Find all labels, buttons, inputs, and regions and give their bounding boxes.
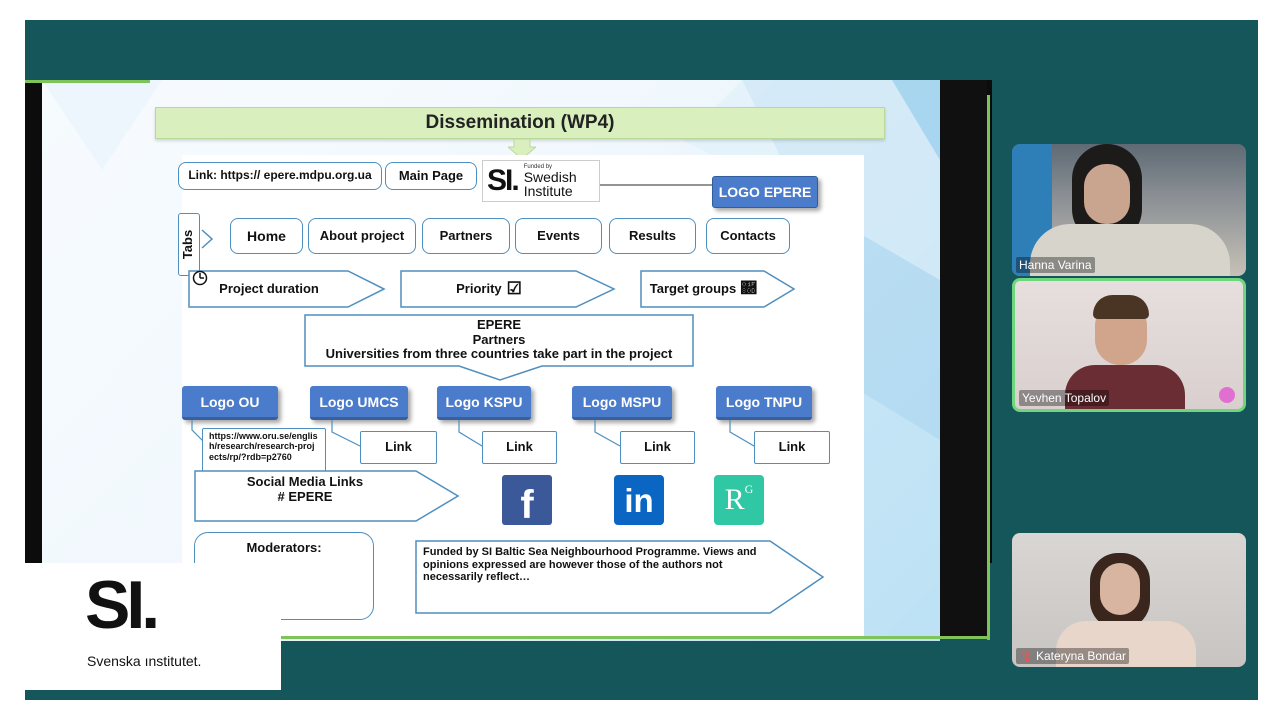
- slide-frame-right: [940, 80, 987, 639]
- clock-icon: [192, 270, 208, 286]
- tabs-arrow-icon: [201, 229, 214, 249]
- participant-video: [1015, 281, 1243, 409]
- accent-line-right: [987, 95, 990, 640]
- swedish-institute-logo: SI. Funded by Swedish Institute: [482, 160, 600, 202]
- funding-notice-arrow: Funded by SI Baltic Sea Neighbourhood Pr…: [415, 540, 825, 614]
- ou-url-box[interactable]: https://www.oru.se/englis h/research/res…: [202, 428, 326, 474]
- logo-link-connectors: [191, 420, 755, 447]
- logo-tnpu-button[interactable]: Logo TNPU: [716, 386, 812, 420]
- logo-umcs-button[interactable]: Logo UMCS: [310, 386, 408, 420]
- slide-title: Dissemination (WP4): [155, 107, 885, 139]
- svenska-institutet-logo: SI. Svenska ınstitutet.: [25, 563, 281, 690]
- mic-muted-icon: 🎙: [1019, 650, 1033, 663]
- tab-results[interactable]: Results: [609, 218, 696, 254]
- linkedin-icon[interactable]: in: [614, 475, 664, 525]
- tab-events[interactable]: Events: [515, 218, 602, 254]
- logo-epere-button[interactable]: LOGO EPERE: [712, 176, 818, 208]
- priority-arrow: Priority ☑: [400, 270, 616, 308]
- person-icon: 🠍: [741, 280, 757, 298]
- participant-tile-active-speaker[interactable]: Yevhen Topalov: [1012, 278, 1246, 412]
- title-down-arrow: [508, 139, 536, 159]
- facebook-icon[interactable]: f: [502, 475, 552, 525]
- umcs-link[interactable]: Link: [360, 431, 437, 464]
- main-page-box[interactable]: Main Page: [385, 162, 477, 190]
- logo-mspu-button[interactable]: Logo MSPU: [572, 386, 672, 420]
- participant-name: 🎙 Kateryna Bondar: [1016, 648, 1130, 664]
- participant-video: [1012, 533, 1246, 667]
- checkbox-icon: ☑: [506, 279, 522, 299]
- meeting-stage: Dissemination (WP4) Link: https:// epere…: [25, 20, 1258, 700]
- tab-home[interactable]: Home: [230, 218, 303, 254]
- researchgate-icon[interactable]: R G: [714, 475, 764, 525]
- connector-line: [600, 184, 728, 186]
- tab-about-project[interactable]: About project: [308, 218, 416, 254]
- target-groups-arrow: Target groups 🠍: [640, 270, 796, 308]
- logo-ou-button[interactable]: Logo OU: [182, 386, 278, 420]
- accent-line-top: [25, 80, 150, 83]
- tab-partners[interactable]: Partners: [422, 218, 510, 254]
- kspu-link[interactable]: Link: [482, 431, 557, 464]
- participant-tile[interactable]: 🎙 Kateryna Bondar: [1012, 533, 1246, 667]
- participant-tile[interactable]: Hanna Varina: [1012, 144, 1246, 276]
- logo-kspu-button[interactable]: Logo KSPU: [437, 386, 531, 420]
- participant-video: [1012, 144, 1246, 276]
- tab-contacts[interactable]: Contacts: [706, 218, 790, 254]
- shared-slide: Dissemination (WP4) Link: https:// epere…: [42, 80, 940, 641]
- participant-name: Hanna Varina: [1016, 257, 1095, 273]
- social-media-arrow: Social Media Links # EPERE: [194, 470, 460, 522]
- mspu-link[interactable]: Link: [620, 431, 695, 464]
- website-link-box[interactable]: Link: https:// epere.mdpu.org.ua: [178, 162, 382, 190]
- participant-name: Yevhen Topalov: [1019, 390, 1110, 406]
- project-duration-arrow: Project duration: [188, 270, 386, 308]
- accent-line-bottom: [42, 636, 990, 639]
- partners-callout: EPERE Partners Universities from three c…: [304, 314, 694, 382]
- tnpu-link[interactable]: Link: [754, 431, 830, 464]
